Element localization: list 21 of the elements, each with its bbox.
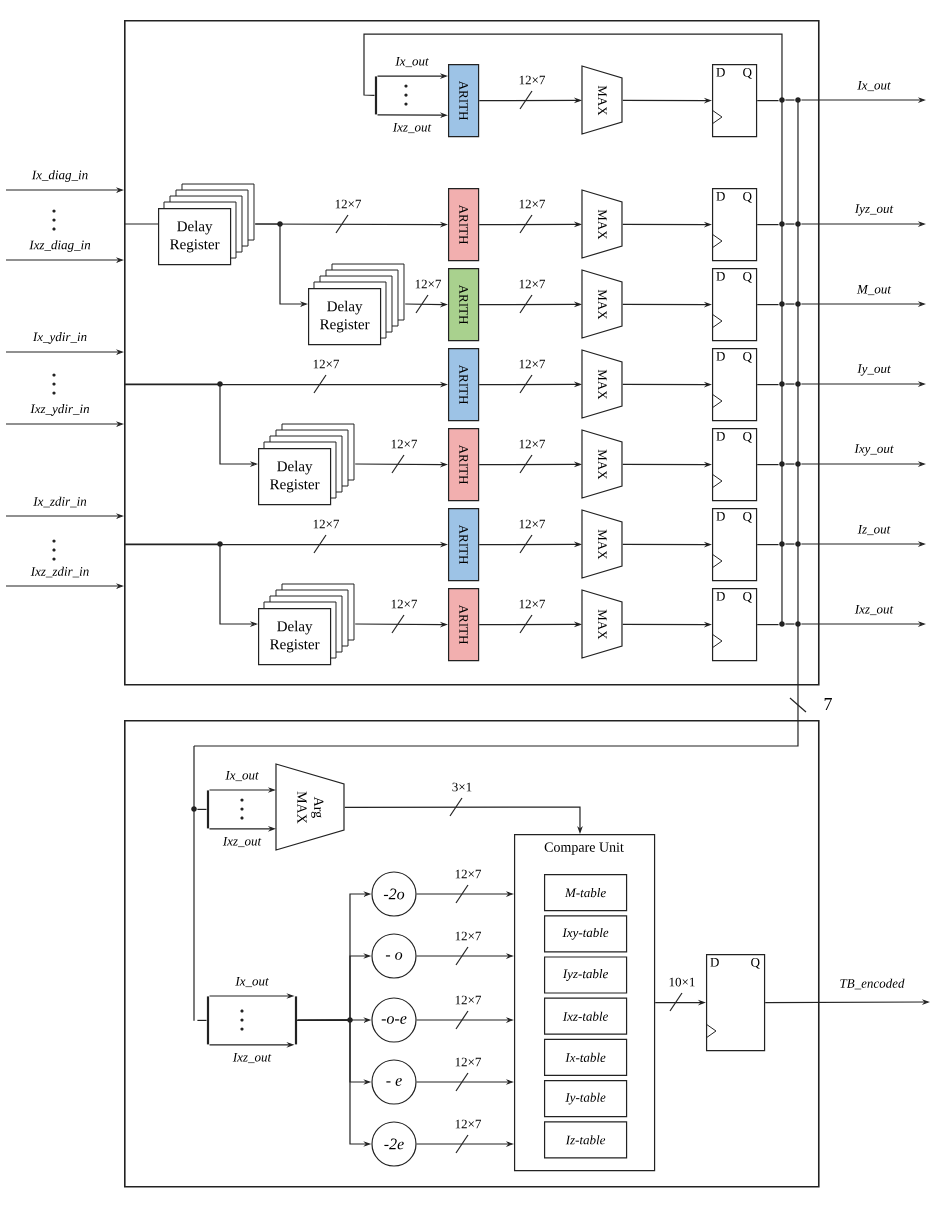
connector-line (756, 624, 780, 626)
connector-line (784, 223, 796, 225)
connector-line (196, 1019, 208, 1021)
module-frame (124, 20, 820, 686)
connector-line (784, 543, 796, 545)
connector-line (784, 623, 796, 625)
connector-line (756, 384, 780, 386)
connector-line (756, 544, 780, 546)
connector-line (756, 100, 780, 102)
module-frame (124, 720, 820, 1188)
connector-line (756, 304, 780, 306)
connector-line (784, 303, 796, 305)
connector-line (784, 463, 796, 465)
connector-line (196, 808, 208, 810)
connector-line (784, 383, 796, 385)
bus-width-label: 7 (822, 697, 834, 711)
connector-line (756, 464, 780, 466)
connector-line (123, 223, 159, 225)
connector-line (756, 224, 780, 226)
connector-line (363, 33, 783, 101)
connector-line (784, 99, 796, 101)
